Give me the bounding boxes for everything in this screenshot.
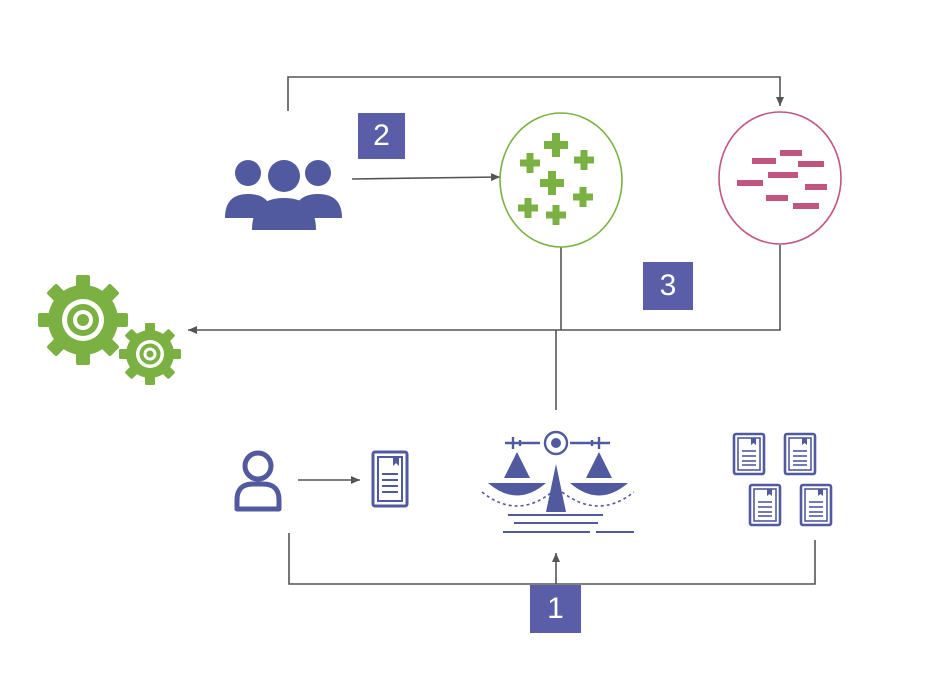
connector-to-gears: [188, 245, 781, 334]
connector-top-loop: [287, 76, 784, 111]
step-badge-2: 2: [358, 113, 405, 159]
step-label-3: 3: [659, 269, 677, 302]
connector-group-to-positives: [351, 173, 501, 182]
step-label-1: 1: [547, 592, 564, 625]
step-badge-1: 1: [530, 585, 581, 633]
step-label-2: 2: [373, 119, 390, 152]
balance-scale-icon: [481, 430, 635, 533]
step-badge-3: 3: [643, 262, 693, 310]
connectors: [188, 76, 816, 585]
minus-signs-icon: [718, 111, 842, 245]
people-group-icon: [225, 160, 342, 230]
documents-stack-icon: [732, 432, 833, 527]
document-icon: [371, 450, 409, 508]
plus-signs-icon: [499, 112, 623, 248]
gears-icon: [38, 275, 181, 385]
connector-bottom-bracket: [288, 533, 816, 585]
person-icon: [234, 450, 282, 512]
